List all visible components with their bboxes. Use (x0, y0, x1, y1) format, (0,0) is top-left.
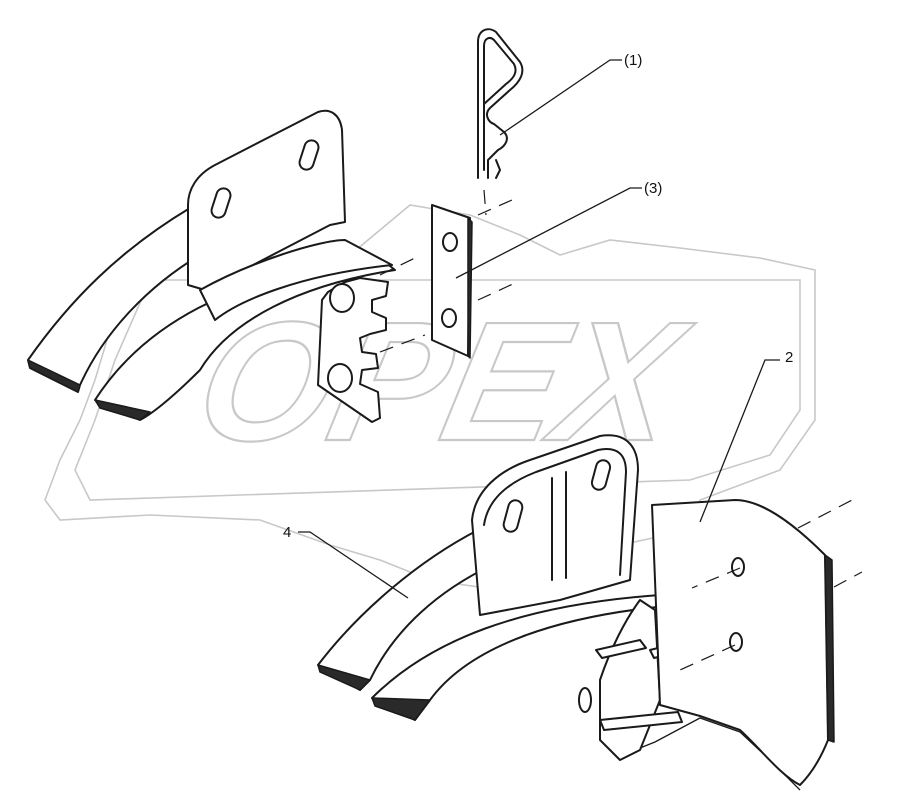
upper-inner-shelf (94, 261, 396, 421)
strap-axis-line-2 (477, 282, 516, 301)
lower-slot-right (590, 459, 612, 491)
lower-back-plate-rim (483, 448, 627, 576)
callout-4: 4 (283, 524, 409, 599)
lower-inner-blade-edge (371, 697, 431, 721)
upper-shelf-top (199, 239, 393, 321)
callout-3: (3) (455, 180, 662, 279)
lower-deflector-bracket (317, 434, 801, 791)
mount-hole-top (731, 557, 745, 577)
pin-axis-line (483, 189, 487, 216)
lower-outer-blade-edge (317, 664, 371, 691)
lower-clip-tab-1 (595, 639, 647, 659)
callout-2: 2 (699, 349, 793, 523)
hair-pin-inner (483, 37, 517, 171)
mount-axis-line-2 (833, 571, 863, 588)
leader-line-4 (298, 531, 409, 599)
upper-outer-blade-edge (27, 359, 81, 393)
mounting-plate-edge (824, 554, 835, 743)
leader-line-1 (499, 59, 622, 136)
callout-1: (1) (499, 52, 642, 136)
hair-pin-tail (495, 159, 501, 179)
strap-hole-bottom (441, 308, 457, 328)
hair-pin-outer (477, 28, 524, 179)
upper-axis-line-1 (379, 257, 416, 276)
upper-axis-line-2 (379, 334, 426, 353)
mount-axis-line-3 (691, 567, 741, 589)
hair-pin-clip-part-1 (477, 28, 524, 216)
strap-plate-part-3 (431, 199, 516, 359)
lower-clip-body (599, 599, 661, 761)
upper-slot-left (210, 187, 232, 219)
lower-clip-hole (578, 687, 592, 713)
upper-slot-right (298, 139, 320, 171)
mount-hole-bottom (729, 632, 743, 652)
callout-label-3: (3) (644, 180, 662, 197)
callout-label-1: (1) (624, 52, 642, 69)
callout-label-4: 4 (283, 524, 291, 541)
strap-hole-top (442, 232, 458, 252)
lower-clip-tab-3 (599, 711, 683, 731)
callout-label-2: 2 (785, 349, 793, 366)
strap-axis-line-1 (477, 199, 513, 216)
leader-line-2 (699, 359, 780, 523)
mount-axis-line-4 (679, 644, 736, 671)
strap-plate-front (431, 204, 471, 357)
upper-inner-shelf-edge (94, 399, 151, 421)
lower-slot-left (502, 499, 524, 533)
upper-clip-hole-top (329, 283, 355, 313)
leader-line-3 (455, 187, 642, 279)
strap-plate-edge (467, 217, 473, 359)
upper-deflector-bracket (27, 109, 426, 423)
upper-clip-hole-bottom (327, 363, 353, 393)
mount-axis-line-1 (797, 496, 859, 529)
mounting-plate-part-2 (651, 496, 863, 786)
